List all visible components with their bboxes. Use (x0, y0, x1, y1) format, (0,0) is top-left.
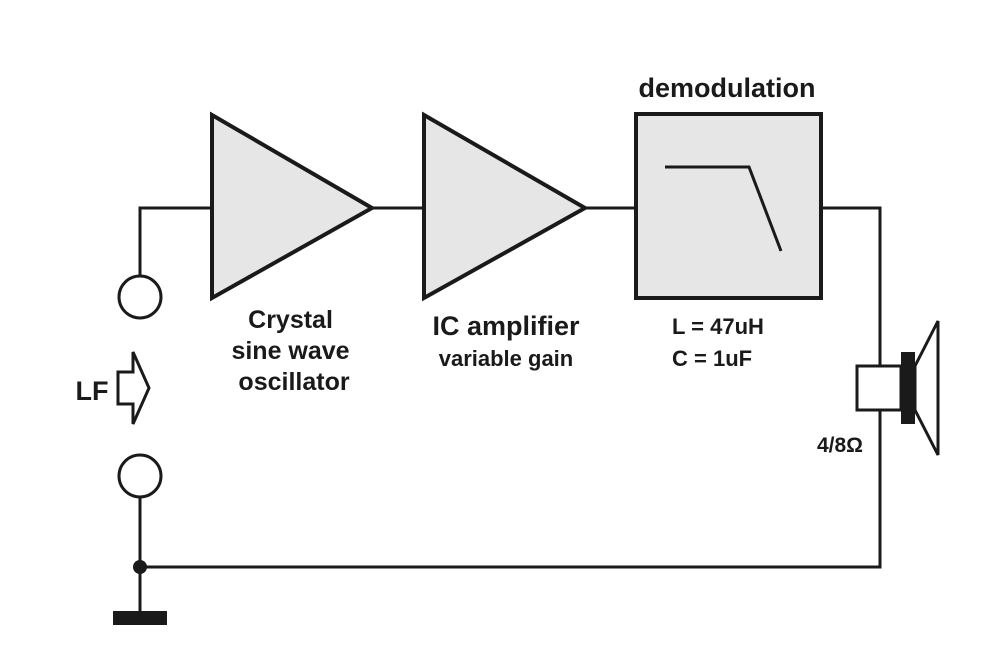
ground-junction-dot (133, 560, 147, 574)
input-arrow-icon (116, 351, 151, 425)
demod-inductance: L = 47uH (672, 314, 764, 339)
oscillator-label-line-3: oscillator (238, 368, 349, 396)
speaker-icon (855, 320, 940, 456)
oscillator-label-line-2: sine wave (231, 337, 349, 365)
ground-symbol (113, 611, 167, 625)
input-terminal-bottom (117, 453, 163, 499)
wires (138, 206, 882, 615)
demod-capacitance: C = 1uF (672, 346, 752, 371)
oscillator-block (210, 111, 377, 302)
oscillator-label: Crystal sine wave oscillator (231, 306, 356, 396)
speaker-magnet (855, 364, 903, 412)
input-terminal-top (117, 274, 163, 320)
amplifier-title: IC amplifier (432, 311, 580, 341)
input-label: LF (76, 376, 109, 406)
speaker-coil (901, 352, 915, 424)
speaker-cone (913, 320, 940, 456)
amplifier-block (422, 111, 590, 302)
demod-filter-block (634, 112, 823, 300)
wire-input-to-oscillator (138, 206, 212, 275)
wire-speaker-to-ground (140, 408, 882, 569)
speaker-impedance: 4/8Ω (817, 434, 863, 457)
demod-title: demodulation (639, 73, 816, 103)
wire-filter-to-speaker (821, 206, 882, 368)
amplifier-subtitle: variable gain (439, 346, 574, 371)
lowpass-response-icon (665, 165, 783, 252)
oscillator-label-line-1: Crystal (248, 306, 333, 334)
